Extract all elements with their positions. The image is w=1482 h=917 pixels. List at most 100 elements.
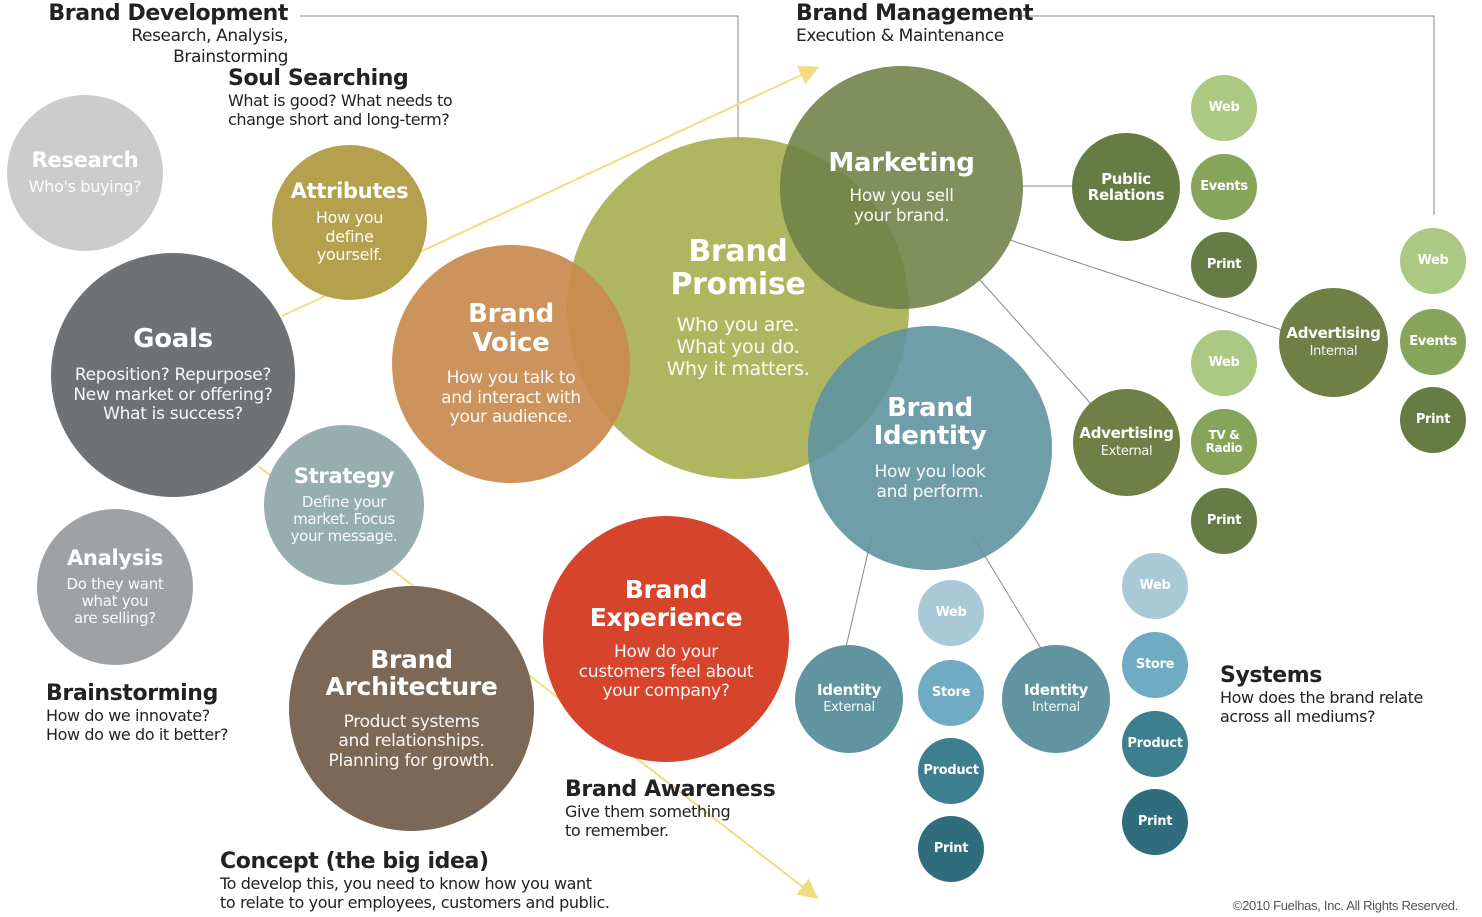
identity-internal-circle: Identity Internal <box>1002 645 1110 753</box>
analysis-title: Analysis <box>66 545 164 570</box>
adi-web-title: Web <box>1417 252 1449 268</box>
ade-print-circle: Print <box>1191 488 1257 554</box>
brand-architecture-title: Brand Architecture <box>325 644 498 702</box>
brand-development-desc: Research, Analysis, Brainstorming <box>131 26 288 67</box>
brand-awareness-heading: Brand Awareness <box>565 777 776 802</box>
marketing-circle: Marketing How you sell your brand. <box>780 66 1023 309</box>
advertising-internal-sub: Internal <box>1309 343 1358 359</box>
ade-tv-radio-title: TV & Radio <box>1205 427 1243 455</box>
ide-web-title: Web <box>935 604 967 620</box>
brand-promise-title: Brand Promise <box>670 234 806 303</box>
idi-product-title: Product <box>1127 735 1183 751</box>
analysis-circle: Analysis Do they want what you are selli… <box>37 509 193 665</box>
ide-web-circle: Web <box>918 580 984 646</box>
adi-events-title: Events <box>1409 333 1457 349</box>
systems-heading: Systems <box>1220 663 1322 688</box>
copyright-text: ©2010 Fuelhas, Inc. All Rights Reserved. <box>1232 898 1459 913</box>
adi-events-circle: Events <box>1400 309 1466 375</box>
research-circle: Research Who's buying? <box>7 95 163 251</box>
soul-searching-desc: What is good? What needs to change short… <box>228 91 453 130</box>
pr-events-title: Events <box>1200 178 1248 194</box>
idi-web-circle: Web <box>1122 553 1188 619</box>
marketing-sub: How you sell your brand. <box>849 186 954 226</box>
systems-desc: How does the brand relate across all med… <box>1220 688 1423 727</box>
brand-management-desc: Execution & Maintenance <box>796 26 1004 47</box>
brainstorming-heading: Brainstorming <box>46 681 218 706</box>
public-relations-circle: Public Relations <box>1072 133 1180 241</box>
ide-store-circle: Store <box>918 660 984 726</box>
advertising-external-sub: External <box>1100 443 1153 459</box>
idi-store-circle: Store <box>1122 632 1188 698</box>
systems-label: Systems How does the brand relate across… <box>1220 663 1423 727</box>
marketing-title: Marketing <box>828 147 975 178</box>
brand-experience-title: Brand Experience <box>589 575 743 632</box>
brand-management-label: Brand Management Execution & Maintenance <box>796 1 1034 47</box>
brand-identity-circle: Brand Identity How you look and perform. <box>808 326 1052 570</box>
pr-web-title: Web <box>1208 99 1240 115</box>
adi-print-title: Print <box>1415 411 1451 427</box>
idi-print-title: Print <box>1137 813 1173 829</box>
advertising-external-title: Advertising <box>1079 424 1174 443</box>
pr-events-circle: Events <box>1191 154 1257 220</box>
identity-external-circle: Identity External <box>795 645 903 753</box>
brand-development-heading: Brand Development <box>48 1 288 26</box>
ide-store-title: Store <box>931 684 971 700</box>
goals-sub: Reposition? Repurpose? New market or off… <box>73 364 273 425</box>
ide-print-title: Print <box>933 840 969 856</box>
adi-web-circle: Web <box>1400 228 1466 294</box>
idi-web-title: Web <box>1139 577 1171 593</box>
brand-voice-title: Brand Voice <box>468 299 554 358</box>
identity-internal-title: Identity <box>1023 680 1089 699</box>
advertising-external-circle: Advertising External <box>1073 389 1180 496</box>
brand-awareness-label: Brand Awareness Give them something to r… <box>565 777 776 841</box>
research-title: Research <box>31 148 139 173</box>
ide-product-title: Product <box>923 762 979 778</box>
attributes-circle: Attributes How you define yourself. <box>272 145 427 300</box>
brand-voice-sub: How you talk to and interact with your a… <box>441 368 581 428</box>
adi-print-circle: Print <box>1400 387 1466 453</box>
brand-management-heading: Brand Management <box>796 1 1034 26</box>
attributes-sub: How you define yourself. <box>315 208 384 265</box>
attributes-title: Attributes <box>290 179 409 204</box>
pr-print-circle: Print <box>1191 232 1257 298</box>
brand-architecture-circle: Brand Architecture Product systems and r… <box>289 586 534 831</box>
ade-web-circle: Web <box>1191 330 1257 396</box>
brainstorming-label: Brainstorming How do we innovate? How do… <box>46 681 229 745</box>
idi-store-title: Store <box>1135 656 1175 672</box>
goals-title: Goals <box>133 324 213 355</box>
pr-web-circle: Web <box>1191 75 1257 141</box>
brand-awareness-desc: Give them something to remember. <box>565 802 731 841</box>
ade-web-title: Web <box>1208 354 1240 370</box>
soul-searching-label: Soul Searching What is good? What needs … <box>228 66 453 130</box>
brand-development-label: Brand Development Research, Analysis, Br… <box>14 1 288 67</box>
pr-print-title: Print <box>1206 256 1242 272</box>
concept-desc: To develop this, you need to know how yo… <box>220 874 610 913</box>
brand-experience-circle: Brand Experience How do your customers f… <box>543 516 789 762</box>
brand-experience-sub: How do your customers feel about your co… <box>578 642 754 702</box>
idi-print-circle: Print <box>1122 789 1188 855</box>
identity-internal-sub: Internal <box>1032 700 1080 716</box>
analysis-sub: Do they want what you are selling? <box>66 574 164 628</box>
ade-print-title: Print <box>1206 512 1242 528</box>
brand-promise-sub: Who you are. What you do. Why it matters… <box>666 314 810 380</box>
advertising-internal-circle: Advertising Internal <box>1279 288 1388 397</box>
public-relations-title: Public Relations <box>1087 169 1165 204</box>
ide-print-circle: Print <box>918 816 984 882</box>
goals-circle: Goals Reposition? Repurpose? New market … <box>51 253 295 497</box>
soul-searching-heading: Soul Searching <box>228 66 409 91</box>
research-sub: Who's buying? <box>28 177 142 197</box>
strategy-sub: Define your market. Focus your message. <box>290 492 398 546</box>
ade-tv-radio-circle: TV & Radio <box>1191 409 1257 475</box>
ide-product-circle: Product <box>918 738 984 804</box>
brand-identity-title: Brand Identity <box>873 392 987 452</box>
idi-product-circle: Product <box>1122 711 1188 777</box>
identity-external-title: Identity <box>816 680 882 699</box>
brand-architecture-sub: Product systems and relationships. Plann… <box>328 711 495 771</box>
strategy-title: Strategy <box>293 463 395 488</box>
concept-label: Concept (the big idea) To develop this, … <box>220 849 610 913</box>
brand-identity-sub: How you look and perform. <box>874 462 986 502</box>
brainstorming-desc: How do we innovate? How do we do it bett… <box>46 706 229 745</box>
brand-voice-circle: Brand Voice How you talk to and interact… <box>392 245 630 483</box>
concept-heading: Concept (the big idea) <box>220 849 489 874</box>
